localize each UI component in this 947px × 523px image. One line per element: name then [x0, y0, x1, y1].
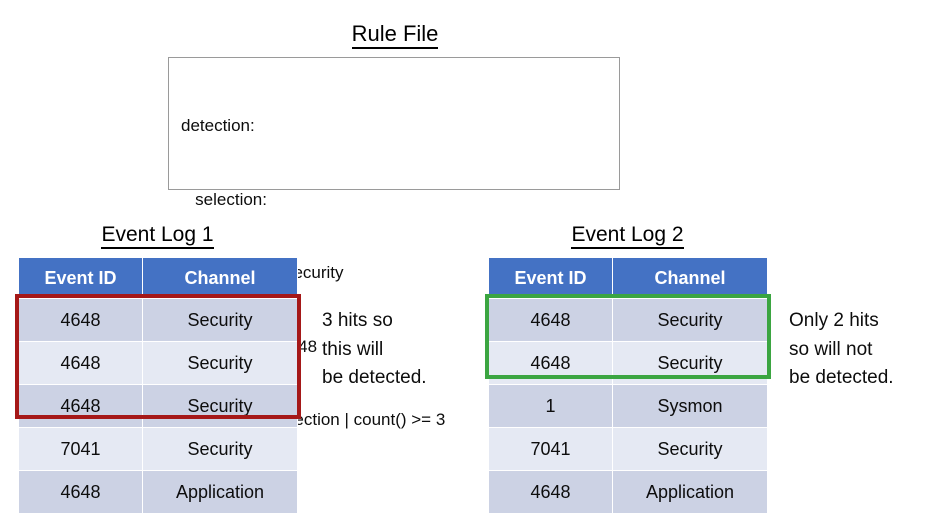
- cell-event-id: 7041: [18, 427, 143, 471]
- cell-event-id: 4648: [18, 341, 143, 385]
- event-log-1-title-text: Event Log 1: [101, 223, 214, 249]
- event-log-2-note: Only 2 hits so will not be detected.: [789, 310, 894, 388]
- table-header-row: Event ID Channel: [18, 257, 298, 299]
- cell-channel: Application: [142, 470, 298, 514]
- table-row: 4648 Application: [18, 470, 298, 514]
- cell-event-id: 4648: [488, 341, 613, 385]
- cell-event-id: 1: [488, 384, 613, 428]
- rule-line: selection:: [181, 189, 267, 209]
- event-log-2-table: Event ID Channel 4648 Security 4648 Secu…: [488, 257, 768, 514]
- cell-channel: Security: [612, 341, 768, 385]
- event-log-2-title: Event Log 2: [488, 222, 767, 249]
- table-header-row: Event ID Channel: [488, 257, 768, 299]
- table-row: 1 Sysmon: [488, 384, 768, 428]
- event-log-2-title-text: Event Log 2: [571, 223, 684, 249]
- cell-event-id: 4648: [18, 470, 143, 514]
- event-log-1-table: Event ID Channel 4648 Security 4648 Secu…: [18, 257, 298, 514]
- cell-channel: Security: [612, 427, 768, 471]
- cell-channel: Security: [142, 298, 298, 342]
- rule-file-title: Rule File: [0, 20, 790, 49]
- column-header-channel: Channel: [142, 257, 298, 299]
- table-row: 4648 Security: [18, 298, 298, 342]
- cell-channel: Security: [142, 427, 298, 471]
- table-row: 4648 Security: [18, 341, 298, 385]
- cell-event-id: 4648: [488, 298, 613, 342]
- column-header-channel: Channel: [612, 257, 768, 299]
- table-row: 4648 Security: [488, 341, 768, 385]
- cell-channel: Application: [612, 470, 768, 514]
- cell-event-id: 4648: [18, 298, 143, 342]
- table-row: 7041 Security: [18, 427, 298, 471]
- table-row: 4648 Application: [488, 470, 768, 514]
- table-row: 4648 Security: [488, 298, 768, 342]
- cell-channel: Security: [612, 298, 768, 342]
- table-row: 4648 Security: [18, 384, 298, 428]
- column-header-event-id: Event ID: [488, 257, 613, 299]
- cell-event-id: 7041: [488, 427, 613, 471]
- cell-event-id: 4648: [18, 384, 143, 428]
- table-row: 7041 Security: [488, 427, 768, 471]
- cell-channel: Security: [142, 384, 298, 428]
- cell-channel: Sysmon: [612, 384, 768, 428]
- rule-line: detection:: [181, 116, 255, 135]
- event-log-1-title: Event Log 1: [18, 222, 297, 249]
- cell-event-id: 4648: [488, 470, 613, 514]
- cell-channel: Security: [142, 341, 298, 385]
- column-header-event-id: Event ID: [18, 257, 143, 299]
- rule-file-box: detection: selection: Channel: Security …: [168, 57, 620, 429]
- event-log-1-note: 3 hits so this will be detected.: [322, 310, 427, 388]
- rule-file-title-text: Rule File: [351, 21, 439, 49]
